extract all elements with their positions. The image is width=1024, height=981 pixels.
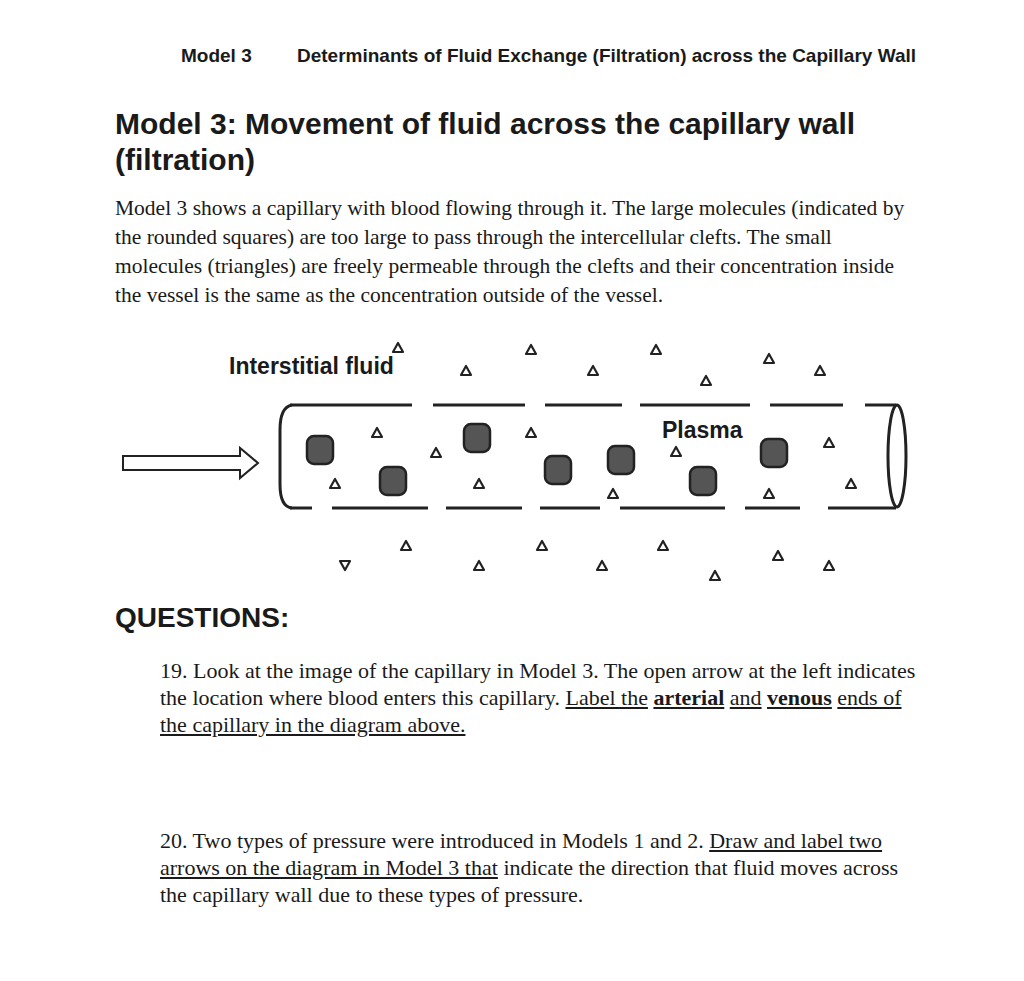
inflow-arrow	[123, 448, 258, 478]
header-topic: Determinants of Fluid Exchange (Filtrati…	[297, 45, 916, 67]
intro-paragraph: Model 3 shows a capillary with blood flo…	[115, 194, 915, 310]
capillary-wall	[433, 404, 525, 407]
capillary-wall	[640, 404, 750, 407]
capillary-wall	[865, 404, 896, 407]
small-molecule	[431, 448, 441, 457]
capillary-wall	[290, 404, 412, 407]
instruction-text: and	[730, 685, 762, 710]
header-model: Model 3	[181, 45, 252, 67]
capillary-wall	[540, 507, 600, 510]
capillary-wall	[828, 507, 896, 510]
large-molecule	[690, 467, 716, 495]
small-molecule	[773, 551, 783, 560]
page-title: Model 3: Movement of fluid across the ca…	[115, 106, 915, 178]
small-molecule	[764, 354, 774, 363]
question-text: Two types of pressure were introduced in…	[193, 828, 704, 853]
question: 19. Look at the image of the capillary i…	[160, 657, 920, 738]
capillary-end	[280, 405, 292, 508]
capillary-wall	[545, 404, 622, 407]
capillary-outline	[276, 400, 912, 514]
small-molecule	[658, 541, 668, 550]
small-molecule	[597, 561, 607, 570]
vessel-label: Plasma	[662, 417, 743, 444]
large-molecule	[608, 446, 634, 474]
instruction-text: venous	[767, 685, 832, 710]
small-molecule	[671, 447, 681, 456]
small-molecule	[330, 479, 340, 488]
large-molecule	[545, 456, 571, 484]
capillary-wall	[745, 507, 800, 510]
section-heading: QUESTIONS:	[115, 602, 289, 634]
small-molecule	[824, 438, 834, 447]
instruction-text: Label the	[565, 685, 647, 710]
capillary-wall	[620, 507, 725, 510]
small-molecule	[526, 428, 536, 437]
small-molecule	[401, 541, 411, 550]
small-molecule	[588, 366, 598, 375]
question-number: 20.	[160, 828, 188, 853]
small-molecule	[651, 345, 661, 354]
large-molecule	[307, 436, 333, 464]
small-molecule	[393, 343, 403, 352]
small-molecule	[474, 561, 484, 570]
small-molecule	[474, 479, 484, 488]
question-number: 19.	[160, 658, 188, 683]
small-molecule	[340, 561, 350, 570]
capillary-wall	[446, 507, 522, 510]
capillary-wall	[770, 404, 843, 407]
small-molecule	[815, 366, 825, 375]
small-molecule	[824, 561, 834, 570]
instruction-text: arterial	[653, 685, 724, 710]
small-molecule	[701, 376, 711, 385]
small-molecule	[846, 479, 856, 488]
region-label: Interstitial fluid	[229, 353, 394, 380]
small-molecule	[461, 366, 471, 375]
capillary-end	[888, 405, 906, 507]
capillary-wall	[332, 507, 428, 510]
capillary-wall	[290, 507, 312, 510]
small-molecule	[764, 489, 774, 498]
small-molecule	[710, 571, 720, 580]
large-molecule	[464, 424, 490, 452]
small-molecule	[372, 428, 382, 437]
small-molecule	[526, 345, 536, 354]
small-molecule	[608, 489, 618, 498]
question: 20. Two types of pressure were introduce…	[160, 827, 920, 908]
small-molecule	[537, 541, 547, 550]
large-molecule	[380, 467, 406, 495]
large-molecule	[761, 439, 787, 467]
capillary: Plasma	[276, 400, 912, 514]
